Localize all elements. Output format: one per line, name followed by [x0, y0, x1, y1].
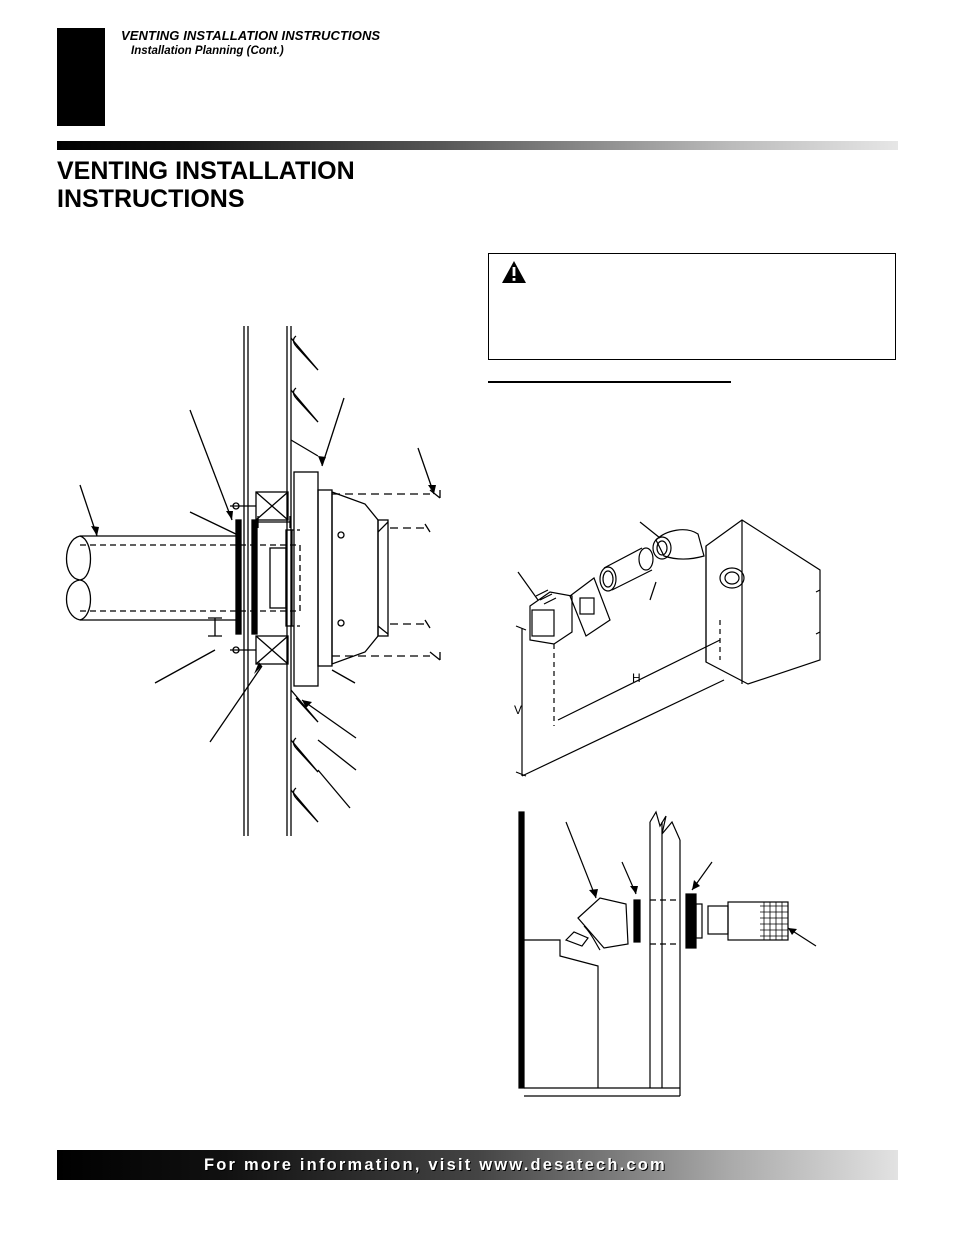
blank-underline [488, 381, 731, 383]
warning-triangle-icon [502, 261, 526, 283]
header-gradient-rule [57, 141, 898, 150]
fig2-label-v: V [514, 703, 522, 717]
header-subsection: Installation Planning (Cont.) [131, 45, 284, 57]
footer-bar: For more information, visit www.desatech… [57, 1150, 898, 1180]
warning-box [488, 253, 896, 360]
page-title: VENTING INSTALLATION INSTRUCTIONS [57, 157, 355, 213]
section-tab-block [57, 28, 105, 126]
footer-link-text[interactable]: For more information, visit www.desatech… [204, 1156, 667, 1174]
fig2-label-h: H [632, 671, 641, 685]
header-section-title: VENTING INSTALLATION INSTRUCTIONS [121, 28, 381, 43]
